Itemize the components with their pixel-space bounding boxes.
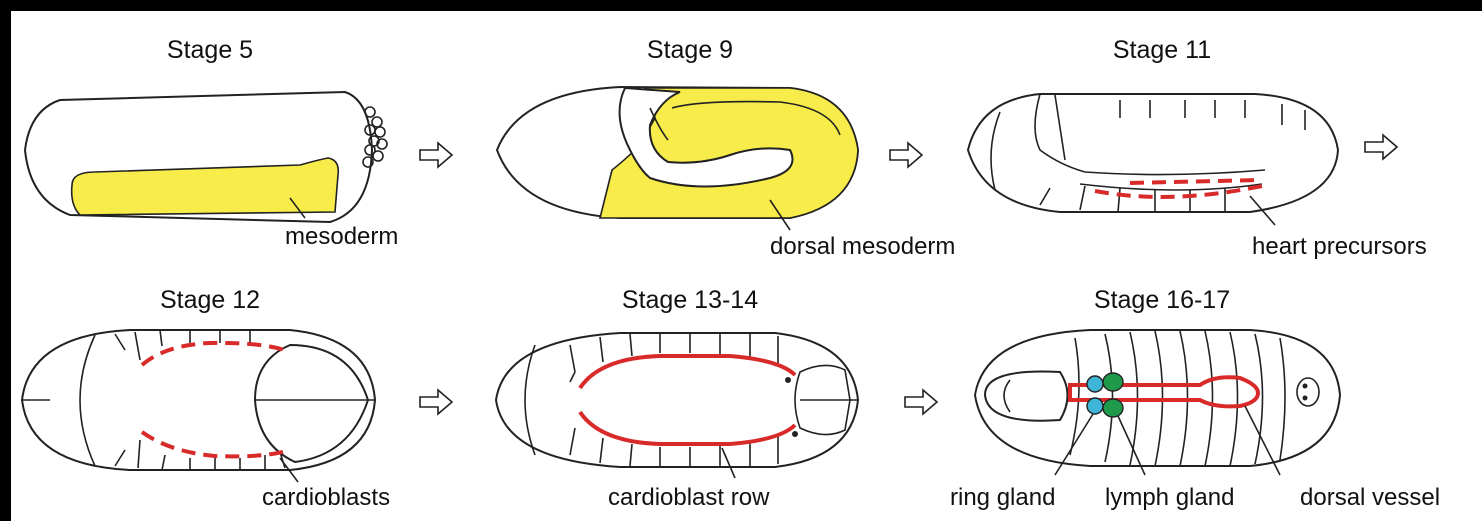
stage-13-14-spiracle-1 xyxy=(785,377,791,383)
stage-12-panel: Stage 12 cardioblasts xyxy=(22,286,390,511)
stage-16-17-posterior-spiracle xyxy=(1297,378,1319,406)
arrow-stage13-to-16 xyxy=(905,390,937,414)
stage-11-label: Stage 11 xyxy=(1113,36,1211,64)
stage-9-label: Stage 9 xyxy=(647,36,733,64)
cardioblast-row-label: cardioblast row xyxy=(608,484,770,511)
stage-16-17-spiracle-dot-1 xyxy=(1303,384,1308,389)
cardioblasts-label: cardioblasts xyxy=(262,484,390,511)
dorsal-mesoderm-label: dorsal mesoderm xyxy=(770,233,955,260)
stage-16-17-label: Stage 16-17 xyxy=(1094,286,1230,314)
arrow-stage9-to-11 xyxy=(890,143,922,167)
stage-5-panel: Stage 5 mesoderm xyxy=(25,36,398,250)
mesoderm-label: mesoderm xyxy=(285,223,398,250)
stage-16-17-head xyxy=(985,371,1068,420)
lymph-gland-upper xyxy=(1103,373,1123,391)
arrow-stage5-to-9 xyxy=(420,143,452,167)
stage-11-panel: Stage 11 heart precursors xyxy=(968,36,1427,260)
ring-gland-label: ring gland xyxy=(950,484,1055,511)
stage-9-panel: Stage 9 dorsal mesoderm xyxy=(497,36,955,260)
ring-gland-lower xyxy=(1087,398,1103,414)
stage-12-label: Stage 12 xyxy=(160,286,260,314)
stage-5-label: Stage 5 xyxy=(167,36,253,64)
embryo-stages-diagram: Stage 5 mesoderm Stage 9 dorsal mes xyxy=(11,11,1482,521)
stage-13-14-label: Stage 13-14 xyxy=(622,286,758,314)
lymph-gland-label: lymph gland xyxy=(1105,484,1234,511)
stage-13-14-spiracle-2 xyxy=(792,431,798,437)
dorsal-vessel-label: dorsal vessel xyxy=(1300,484,1440,511)
stage-16-17-panel: Stage 16-17 ring gland lymph gland dorsa… xyxy=(950,286,1440,511)
arrow-stage12-to-13 xyxy=(420,390,452,414)
heart-precursors-label: heart precursors xyxy=(1252,233,1427,260)
diagram-canvas: Stage 5 mesoderm Stage 9 dorsal mes xyxy=(11,11,1482,521)
stage-13-14-panel: Stage 13-14 cardioblast xyxy=(496,286,858,511)
stage-16-17-spiracle-dot-2 xyxy=(1303,396,1308,401)
ring-gland-upper xyxy=(1087,376,1103,392)
arrow-stage11-to-12 xyxy=(1365,135,1397,159)
lymph-gland-lower xyxy=(1103,399,1123,417)
